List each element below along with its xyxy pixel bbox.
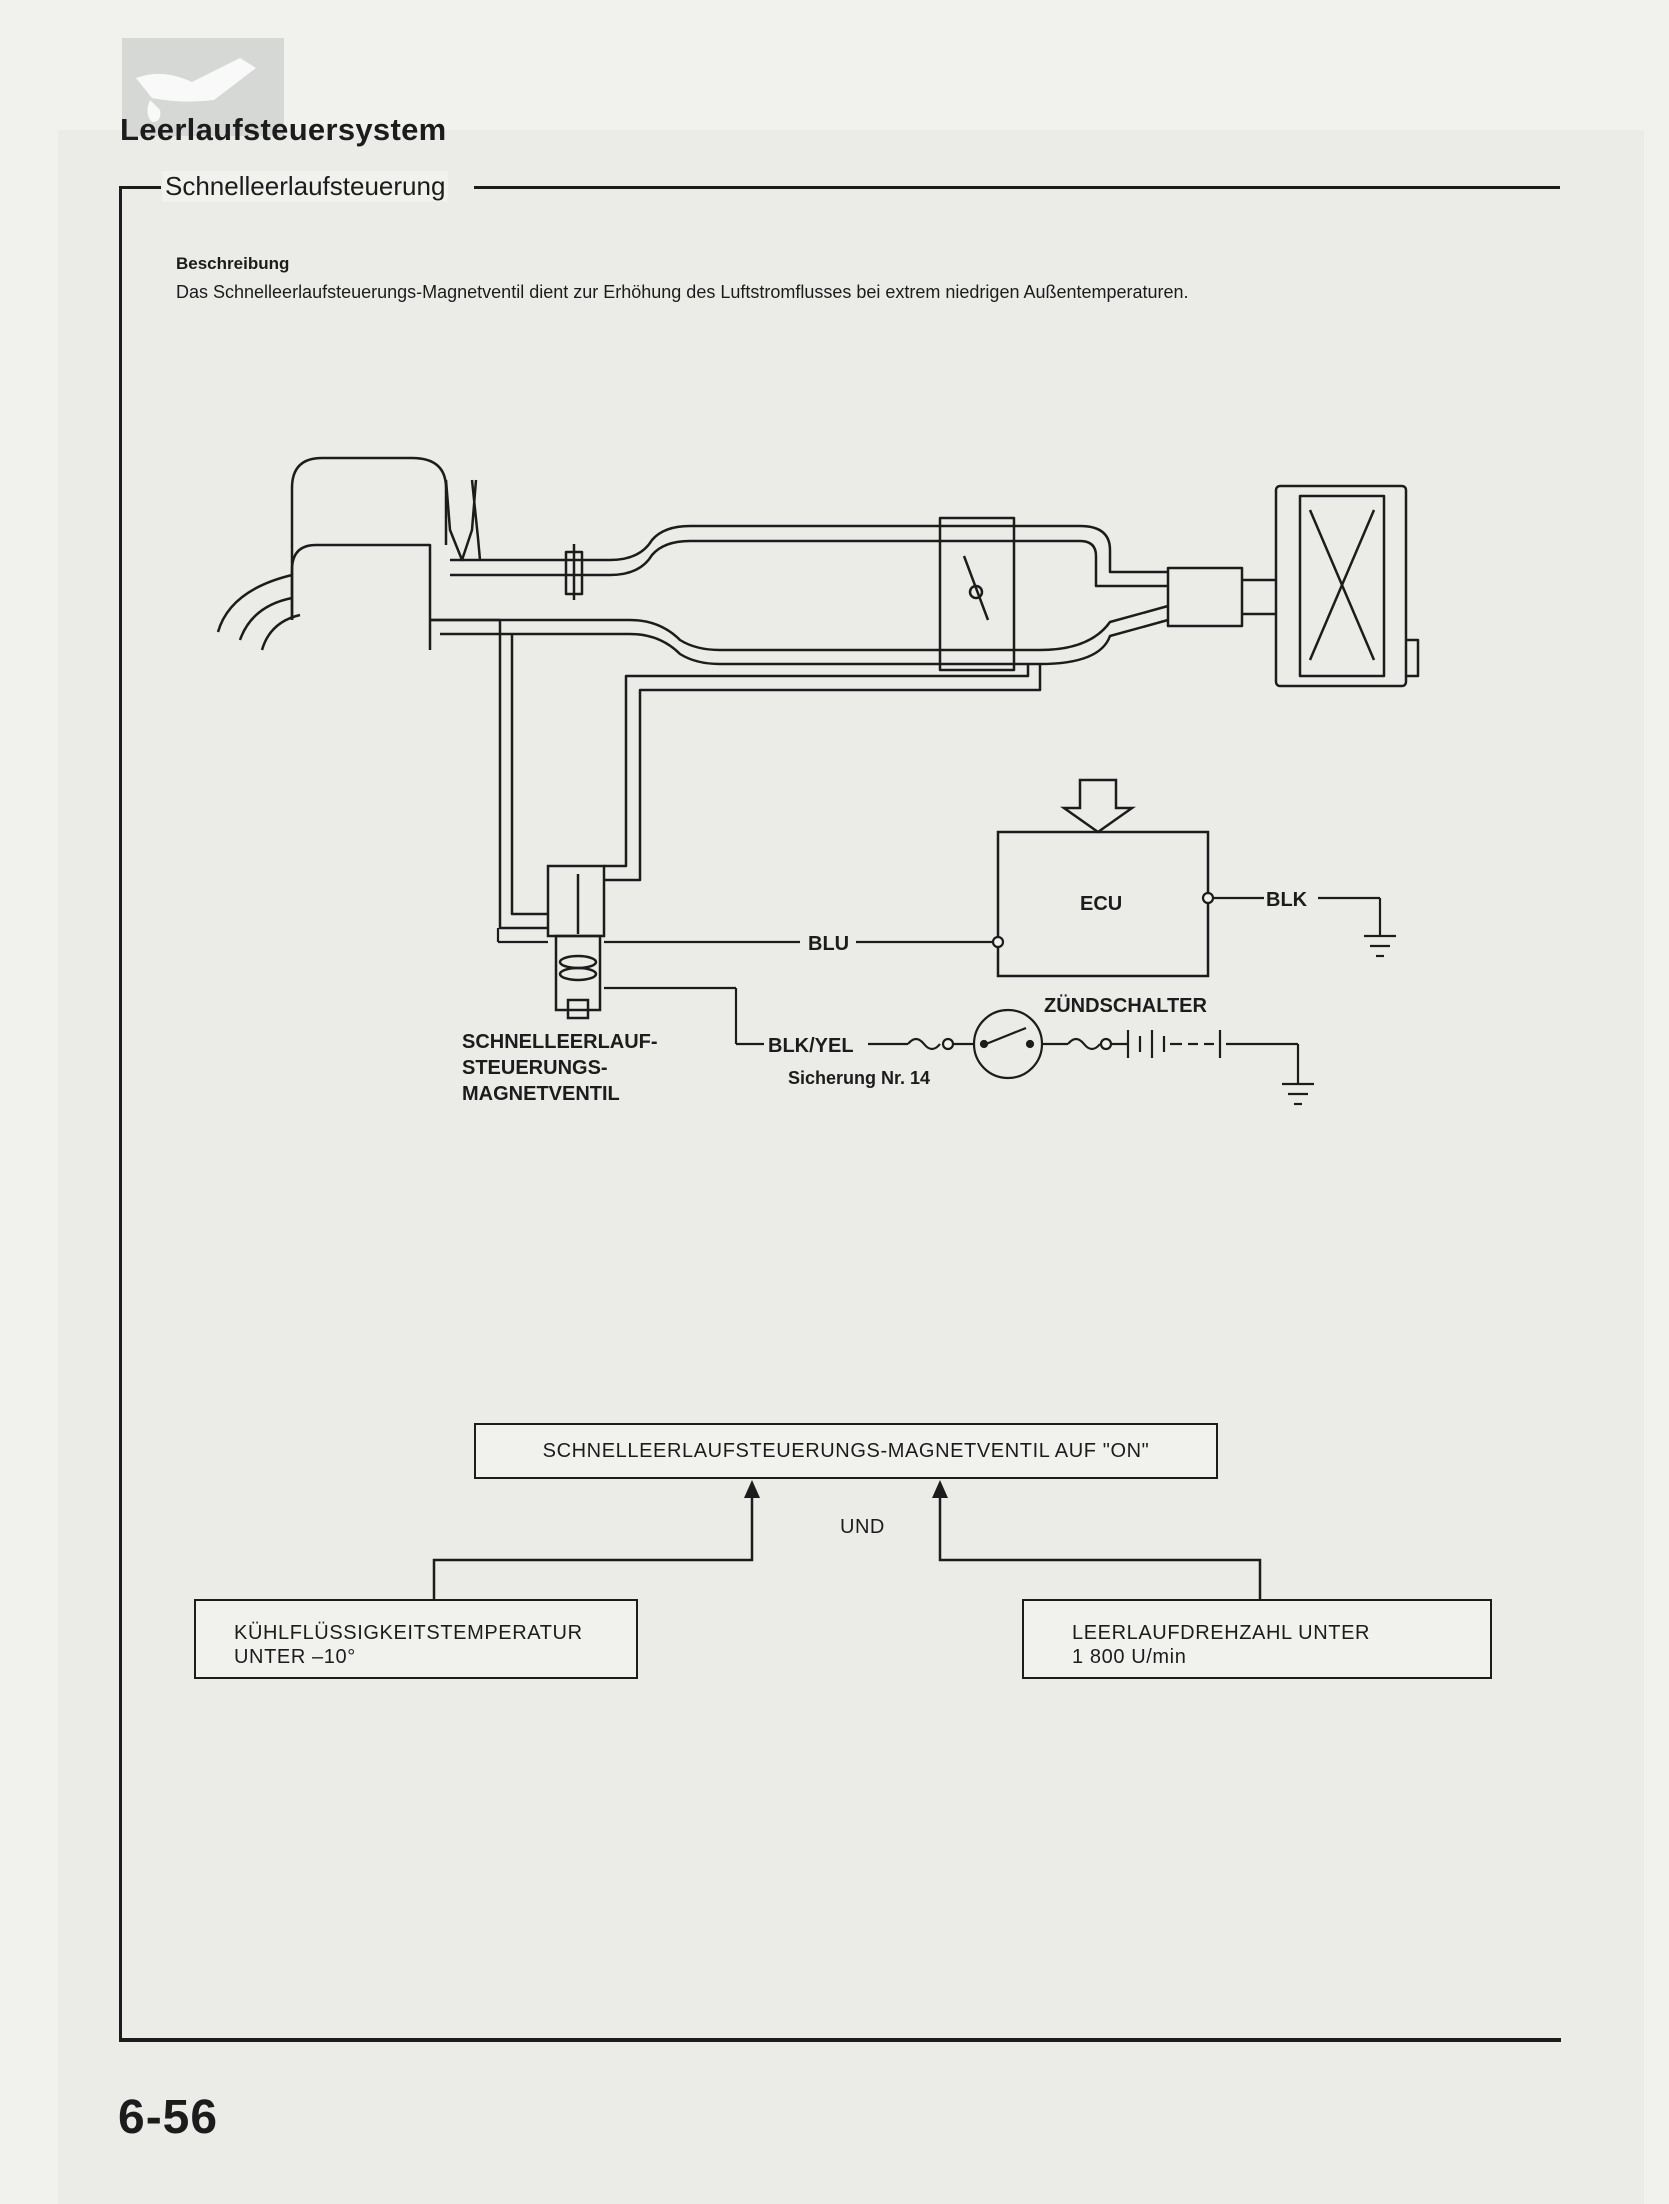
ecu-label: ECU <box>1080 893 1122 915</box>
blu-wire <box>496 928 1005 949</box>
arrow-up-left <box>744 1480 760 1498</box>
lower-duct <box>430 604 1169 652</box>
frame-border-top <box>119 186 161 189</box>
ignition-switch-label: ZÜNDSCHALTER <box>1044 994 1208 1017</box>
bypass-hose <box>498 620 548 930</box>
air-connector <box>1166 566 1244 628</box>
engine-outline-lower <box>290 543 432 620</box>
intake-duct <box>450 524 1168 574</box>
fuel-nozzle-logo <box>122 38 284 136</box>
description-heading: Beschreibung <box>176 254 290 273</box>
fuel-injector <box>444 479 478 562</box>
coolant-line1: KÜHLFLÜSSIGKEITSTEMPERATUR <box>234 1622 583 1644</box>
flow-main-box: SCHNELLEERLAUFSTEUERUNGS-MAGNETVENTIL AU… <box>474 1423 1218 1479</box>
valve-label-line2: STEUERUNGS- <box>462 1057 608 1079</box>
page-number: 6-56 <box>118 2091 219 2144</box>
fuel-nozzle-icon <box>136 58 256 122</box>
idle-line2: 1 800 U/min <box>1072 1646 1187 1668</box>
description-text: Das Schnelleerlaufsteuerungs-Magnetventi… <box>176 282 1189 302</box>
wire-blk-yel-label: BLK/YEL <box>768 1035 854 1057</box>
frame-border-top-right <box>474 186 1560 189</box>
ecu-box: ECU <box>996 778 1210 978</box>
engine-outline <box>290 456 448 620</box>
section-title: Schnelleerlaufsteuerung <box>162 171 449 202</box>
fuse-label: Sicherung Nr. 14 <box>788 1068 930 1088</box>
flow-condition-idle: LEERLAUFDREHZAHL UNTER 1 800 U/min <box>1022 1599 1492 1679</box>
fuse-symbol <box>907 1037 941 1051</box>
intake-hose <box>216 573 293 633</box>
blk-ground-wire <box>1201 891 1396 958</box>
wire-blu-label: BLU <box>808 933 849 955</box>
flow-condition-coolant: KÜHLFLÜSSIGKEITSTEMPERATUR UNTER –10° <box>194 1599 638 1679</box>
idle-line1: LEERLAUFDREHZAHL UNTER <box>1072 1622 1371 1644</box>
valve-label-line1: SCHNELLEERLAUF- <box>462 1031 658 1053</box>
ecu-input-arrow <box>1060 778 1136 834</box>
frame-border-bottom <box>119 2038 1561 2042</box>
magnetventil <box>546 864 606 1020</box>
coolant-line2: UNTER –10° <box>234 1646 356 1668</box>
flow-connectors <box>432 1492 1262 1599</box>
blk-yel-wire <box>604 986 1314 1106</box>
wire-blk-label: BLK <box>1266 889 1308 911</box>
air-cleaner <box>1274 484 1408 688</box>
arrow-up-right <box>932 1480 948 1498</box>
throttle-body <box>938 516 1016 672</box>
flow-and-label: UND <box>840 1516 885 1538</box>
frame-border-left <box>119 186 122 2042</box>
valve-label-line3: MAGNETVENTIL <box>462 1083 620 1105</box>
page-background <box>58 130 1644 2204</box>
page-title: Leerlaufsteuersystem <box>120 112 447 147</box>
